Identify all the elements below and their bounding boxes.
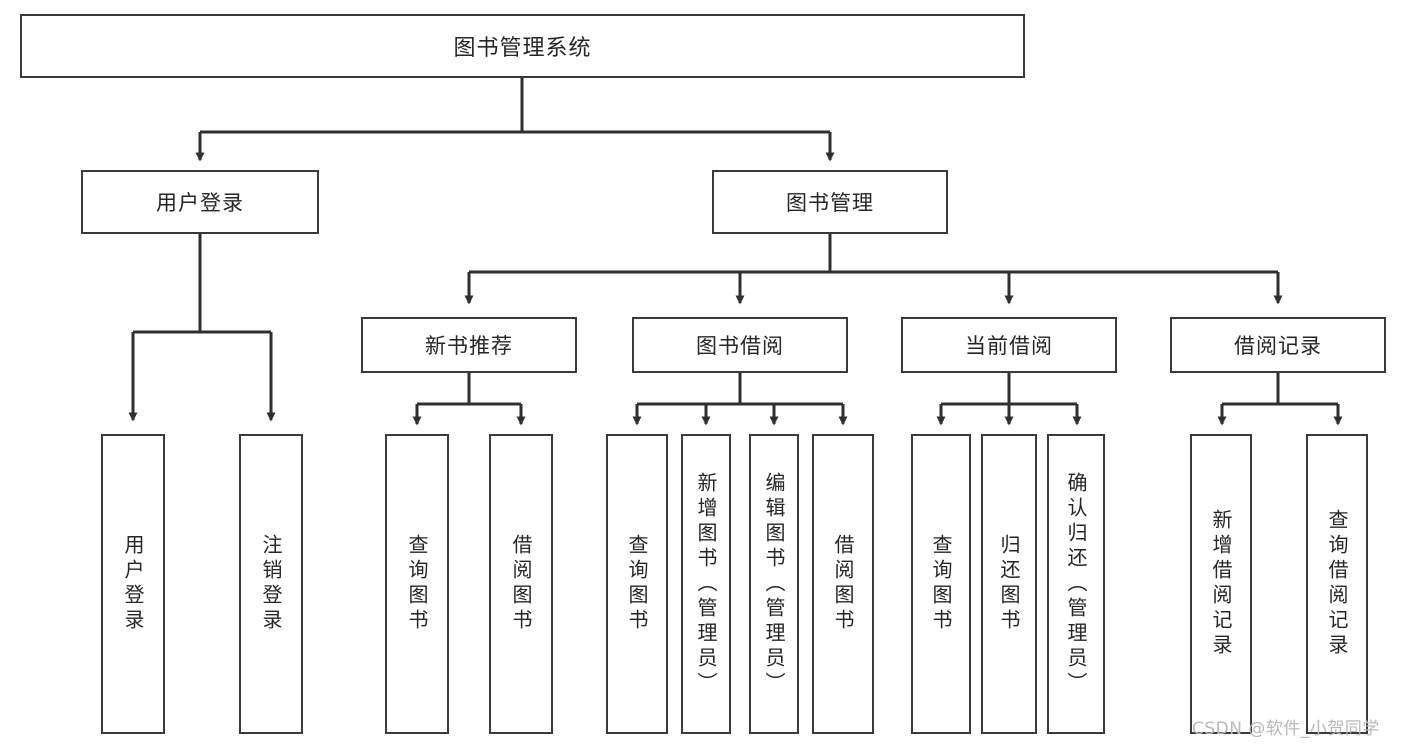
leaf-query-borrow-record[interactable]: 查询借阅记录	[1306, 434, 1368, 734]
leaf-confirm-return-admin[interactable]: 确认归还（管理员）	[1047, 434, 1105, 734]
node-root-book-management-system[interactable]: 图书管理系统	[20, 14, 1025, 78]
node-label: 查询借阅记录	[1325, 509, 1349, 659]
leaf-query-book-current[interactable]: 查询图书	[911, 434, 971, 734]
node-label: 用户登录	[121, 534, 145, 634]
node-borrow-record[interactable]: 借阅记录	[1170, 317, 1386, 373]
node-label: 确认归还（管理员）	[1064, 471, 1088, 697]
node-book-management[interactable]: 图书管理	[712, 170, 948, 234]
leaf-borrow-book-recommend[interactable]: 借阅图书	[489, 434, 553, 734]
leaf-borrow-book-borrow[interactable]: 借阅图书	[812, 434, 874, 734]
node-label: 借阅记录	[1234, 334, 1322, 358]
node-label: 新增借阅记录	[1209, 509, 1233, 659]
csdn-watermark: CSDN @软件_小贺同学	[1192, 714, 1380, 739]
leaf-query-book-borrow[interactable]: 查询图书	[606, 434, 668, 734]
node-label: 注销登录	[259, 534, 283, 634]
node-label: 新增图书（管理员）	[694, 471, 718, 697]
node-label: 查询图书	[405, 534, 429, 634]
leaf-user-logout[interactable]: 注销登录	[239, 434, 303, 734]
node-user-login[interactable]: 用户登录	[81, 170, 319, 234]
node-label: 查询图书	[625, 534, 649, 634]
node-label: 用户登录	[156, 191, 244, 215]
leaf-user-login[interactable]: 用户登录	[101, 434, 165, 734]
node-label: 图书管理	[786, 191, 874, 215]
node-book-borrow[interactable]: 图书借阅	[632, 317, 848, 373]
leaf-add-book-admin[interactable]: 新增图书（管理员）	[681, 434, 731, 734]
leaf-return-book[interactable]: 归还图书	[981, 434, 1037, 734]
leaf-add-borrow-record[interactable]: 新增借阅记录	[1190, 434, 1252, 734]
leaf-query-book-recommend[interactable]: 查询图书	[385, 434, 449, 734]
watermark-text: CSDN @软件_小贺同学	[1192, 719, 1380, 739]
node-label: 图书借阅	[696, 334, 784, 358]
node-label: 归还图书	[997, 534, 1021, 634]
node-current-borrow[interactable]: 当前借阅	[901, 317, 1117, 373]
node-new-book-recommend[interactable]: 新书推荐	[361, 317, 577, 373]
node-label: 查询图书	[929, 534, 953, 634]
node-label: 图书管理系统	[453, 36, 592, 61]
node-label: 当前借阅	[965, 334, 1053, 358]
node-label: 借阅图书	[509, 534, 533, 634]
node-label: 借阅图书	[831, 534, 855, 634]
node-label: 新书推荐	[425, 334, 513, 358]
node-label: 编辑图书（管理员）	[762, 471, 786, 697]
leaf-edit-book-admin[interactable]: 编辑图书（管理员）	[749, 434, 799, 734]
